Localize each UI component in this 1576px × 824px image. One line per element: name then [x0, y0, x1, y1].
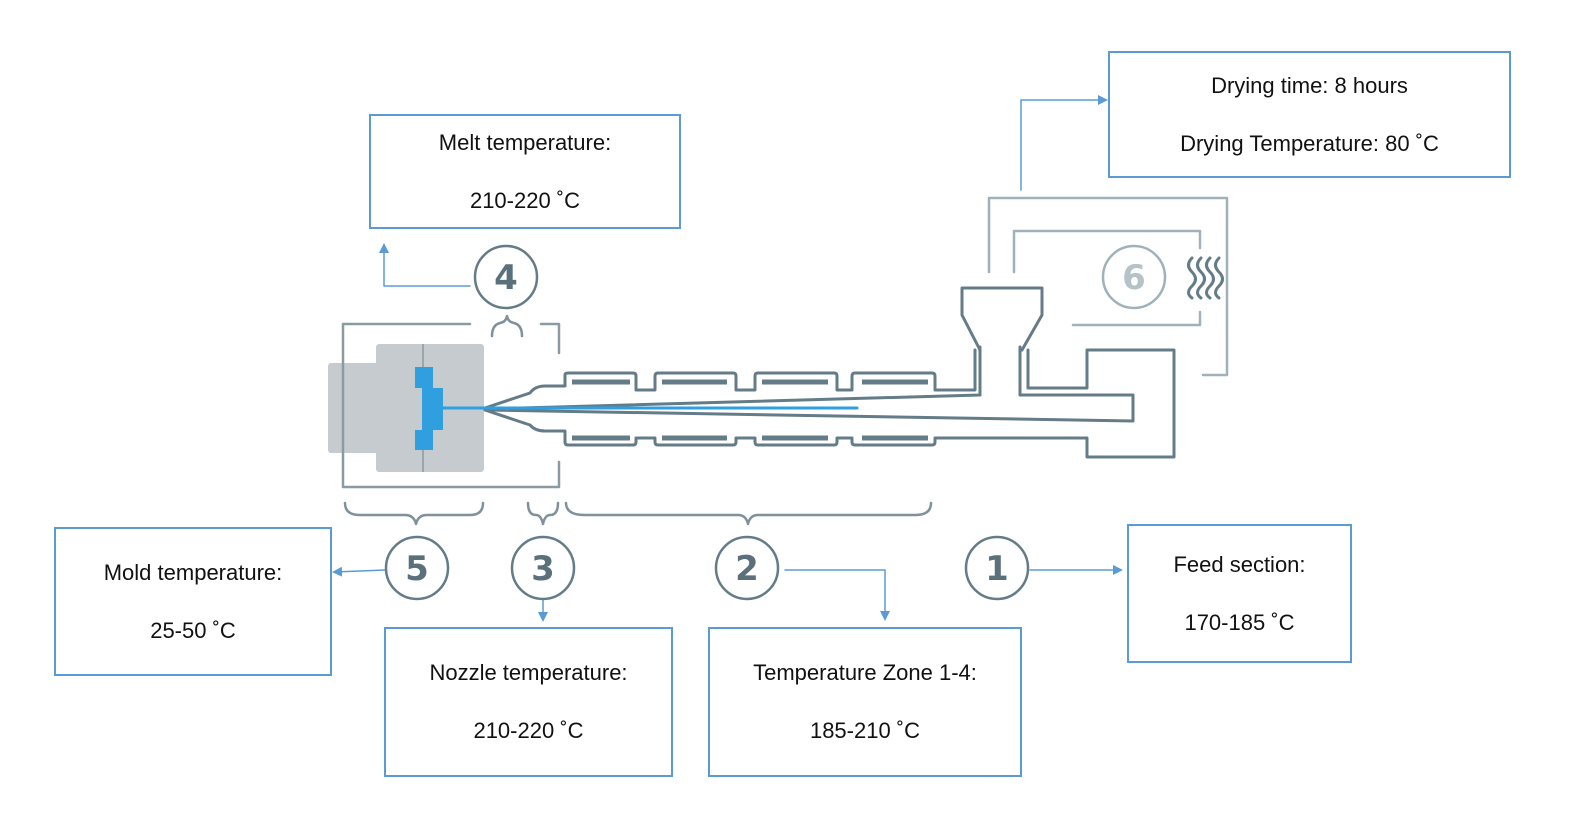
marker-3-circle	[510, 535, 576, 601]
mold-cavity	[415, 367, 443, 450]
connector-arrows	[332, 95, 1123, 622]
drying-temperature: Drying Temperature: 80 ˚C	[1180, 130, 1439, 156]
dryer	[987, 196, 1229, 377]
melt-label: Melt temperature:	[438, 129, 612, 155]
drying-time: Drying time: 8 hours	[1211, 72, 1408, 98]
barrel-top	[483, 348, 977, 410]
zone-temperature-callout: Temperature Zone 1-4: 185-210 ˚C	[708, 627, 1022, 777]
drying-callout: Drying time: 8 hours Drying Temperature:…	[1108, 51, 1511, 178]
nozzle-temperature-callout: Nozzle temperature: 210-220 ˚C	[384, 627, 673, 777]
barrel-bottom	[483, 348, 1176, 459]
melt-temperature-callout: Melt temperature: 210-220 ˚C	[369, 114, 681, 229]
mold-value: 25-50 ˚C	[150, 617, 236, 643]
nozzle-value: 210-220 ˚C	[473, 718, 584, 743]
zone-value: 185-210 ˚C	[809, 718, 921, 743]
heat-waves-icon	[1187, 256, 1224, 300]
marker-2-circle	[714, 535, 780, 601]
marker-1: 1	[985, 549, 1009, 589]
screw	[483, 345, 1135, 423]
feed-value: 170-185 ˚C	[1184, 609, 1295, 635]
marker-6: 6	[1122, 258, 1146, 298]
marker-2: 2	[735, 549, 759, 589]
marker-5-circle	[384, 535, 450, 601]
hopper	[960, 286, 1044, 352]
marker-1-circle	[964, 535, 1030, 601]
mold-frame	[341, 322, 561, 489]
feed-section-callout: Feed section: 170-185 ˚C	[1127, 524, 1352, 663]
braces	[343, 314, 933, 526]
marker-6-circle	[1101, 244, 1167, 310]
marker-5: 5	[405, 549, 429, 589]
marker-4-circle	[473, 244, 539, 310]
feed-label: Feed section:	[1173, 551, 1306, 577]
marker-3: 3	[531, 549, 555, 589]
mold-label: Mold temperature:	[103, 559, 283, 585]
mold-temperature-callout: Mold temperature: 25-50 ˚C	[54, 527, 332, 676]
markers	[384, 244, 1167, 601]
melt-value: 210-220 ˚C	[469, 187, 581, 213]
nozzle-label: Nozzle temperature:	[429, 660, 628, 685]
zone-label: Temperature Zone 1-4:	[753, 660, 977, 685]
heater-bands	[572, 379, 928, 441]
marker-4: 4	[494, 258, 518, 298]
